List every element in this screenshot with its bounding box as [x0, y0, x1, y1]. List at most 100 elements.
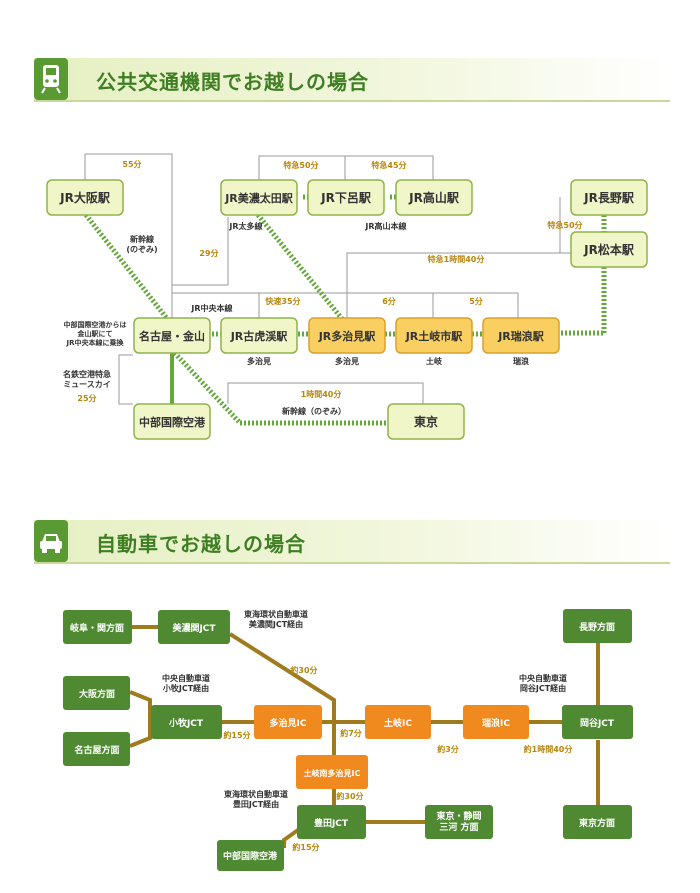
- transit-section-header: 公共交通機関でお越しの場合: [34, 58, 670, 102]
- car-section-title: 自動車でお越しの場合: [96, 532, 306, 556]
- node-komaki-label: 小牧JCT: [168, 717, 204, 729]
- label-25: 25分: [77, 393, 96, 403]
- node-mizunami-ic: 瑞浪IC: [463, 705, 529, 739]
- node-toki-ic-label: 土岐IC: [384, 717, 412, 729]
- station-kokeiji: JR古虎渓駅: [220, 317, 298, 354]
- label-tokkyu50: 特急50分: [283, 160, 318, 170]
- node-nagano: 長野方面: [563, 609, 632, 643]
- node-tajimi-ic: 多治見IC: [254, 705, 322, 739]
- station-minoota: JR美濃太田駅: [220, 179, 298, 216]
- label-y15a: 約15分: [223, 730, 250, 740]
- station-tajimi-label: JR多治見駅: [318, 329, 376, 343]
- station-osaka-label: JR大阪駅: [59, 190, 111, 205]
- node-nagano-label: 長野方面: [579, 621, 615, 633]
- node-centrair-label: 中部国際空港: [223, 850, 278, 862]
- node-tokyo-shizuoka-label: 東京・静岡三河 方面: [436, 810, 481, 833]
- node-toyota-label: 豊田JCT: [314, 817, 349, 829]
- station-centrair-label: 中部国際空港: [139, 415, 206, 429]
- car-road-lines: [129, 625, 600, 848]
- station-centrair: 中部国際空港: [133, 403, 211, 440]
- transit-route-lines: [84, 153, 572, 405]
- label-tokkyu45: 特急45分: [371, 160, 406, 170]
- label-meitetsu: 名鉄空港特急ミュースカイ: [63, 369, 111, 389]
- sub-mizunami: 瑞浪: [513, 356, 529, 366]
- car-section-header: 自動車でお越しの場合: [34, 520, 670, 564]
- transit-section-title: 公共交通機関でお越しの場合: [96, 70, 369, 94]
- node-gifu: 岐阜・関方面: [63, 610, 132, 644]
- station-nagoya-label: 名古屋・金山: [139, 329, 205, 343]
- label-tokkyu140: 特急1時間40分: [428, 254, 485, 264]
- station-gero-label: JR下呂駅: [320, 191, 372, 205]
- node-osaka: 大阪方面: [63, 676, 130, 710]
- label-140: 1時間40分: [301, 389, 342, 399]
- node-tokiminami: 土岐南多治見IC: [296, 755, 368, 789]
- label-takayama-line: JR高山本線: [364, 221, 406, 231]
- label-y7: 約7分: [340, 728, 362, 738]
- node-centrair: 中部国際空港: [217, 840, 284, 871]
- station-matsumoto-label: JR松本駅: [583, 242, 635, 257]
- station-tokishi: JR土岐市駅: [395, 317, 473, 354]
- label-5: 5分: [469, 296, 483, 306]
- sub-toki: 土岐: [426, 356, 443, 366]
- node-toyota: 豊田JCT: [297, 805, 366, 839]
- station-kokeiji-label: JR古虎渓駅: [230, 329, 288, 343]
- station-tokyo: 東京: [387, 403, 465, 440]
- station-takayama: JR高山駅: [395, 179, 473, 216]
- transit-rail-lines: [84, 194, 607, 426]
- transit-stations: JR大阪駅 JR美濃太田駅 JR下呂駅 JR高山駅 JR長野駅 JR松本駅 名古…: [46, 179, 648, 440]
- station-tajimi: JR多治見駅: [308, 317, 386, 354]
- node-tokiminami-label: 土岐南多治見IC: [304, 768, 361, 778]
- node-okaya: 岡谷JCT: [562, 705, 633, 739]
- node-osaka-label: 大阪方面: [79, 688, 115, 700]
- station-takayama-label: JR高山駅: [408, 190, 460, 205]
- node-mizunami-ic-label: 瑞浪IC: [482, 717, 510, 729]
- station-mizunami: JR瑞浪駅: [482, 317, 560, 354]
- node-toki-ic: 土岐IC: [365, 705, 431, 739]
- node-tokyo-label: 東京方面: [579, 817, 615, 829]
- station-nagoya: 名古屋・金山: [133, 317, 211, 354]
- station-gero: JR下呂駅: [307, 179, 385, 216]
- node-okaya-label: 岡谷JCT: [580, 717, 615, 729]
- label-taita-line: JR太多線: [228, 221, 262, 231]
- label-6: 6分: [382, 296, 396, 306]
- station-matsumoto: JR松本駅: [570, 231, 648, 268]
- train-icon: [34, 58, 68, 100]
- transit-labels: 55分 特急50分 特急45分 特急50分 新幹線(のぞみ) 29分 JR太多線…: [63, 159, 583, 416]
- label-tokkyu50b: 特急50分: [547, 220, 582, 230]
- label-y30b: 約30分: [336, 791, 363, 801]
- node-tajimi-ic-label: 多治見IC: [270, 717, 307, 729]
- label-y30a: 約30分: [290, 665, 317, 675]
- car-labels: 東海環状自動車道美濃関JCT経由 約30分 中央自動車道小牧JCT経由 中央自動…: [162, 609, 573, 852]
- label-y140: 約1時間40分: [524, 744, 573, 754]
- node-komaki: 小牧JCT: [151, 705, 222, 739]
- label-y15b: 約15分: [292, 842, 319, 852]
- node-gifu-label: 岐阜・関方面: [70, 622, 124, 634]
- station-osaka: JR大阪駅: [46, 179, 124, 216]
- car-icon: [34, 520, 68, 562]
- label-shinkansen-nozomi: 新幹線(のぞみ): [126, 234, 157, 254]
- station-nagano: JR長野駅: [570, 179, 648, 216]
- node-nagoya: 名古屋方面: [63, 732, 130, 766]
- label-y3: 約3分: [437, 744, 459, 754]
- node-minoseki-label: 美濃関JCT: [172, 622, 216, 634]
- sub-tajimi-1: 多治見: [247, 356, 271, 366]
- label-shinkansen-nozomi-2: 新幹線（のぞみ）: [282, 406, 346, 416]
- label-tokai-toyota: 東海環状自動車道豊田JCT経由: [224, 789, 288, 809]
- station-nagano-label: JR長野駅: [583, 190, 635, 205]
- car-nodes: 岐阜・関方面 美濃関JCT 長野方面 大阪方面 小牧JCT 名古屋方面 多治見I…: [63, 609, 633, 871]
- node-nagoya-label: 名古屋方面: [74, 744, 119, 756]
- sub-tajimi-2: 多治見: [335, 356, 359, 366]
- label-tokai-minoseki: 東海環状自動車道美濃関JCT経由: [244, 609, 308, 629]
- label-chuo-line: JR中央本線: [190, 303, 232, 313]
- node-tokyo: 東京方面: [563, 805, 632, 839]
- station-tokishi-label: JR土岐市駅: [405, 329, 463, 343]
- label-chuo-komaki: 中央自動車道小牧JCT経由: [162, 673, 210, 693]
- station-mizunami-label: JR瑞浪駅: [497, 329, 544, 343]
- node-minoseki: 美濃関JCT: [158, 610, 230, 644]
- label-29: 29分: [199, 248, 218, 258]
- label-kaisoku35: 快速35分: [265, 296, 300, 306]
- station-minoota-label: JR美濃太田駅: [224, 191, 293, 205]
- label-55: 55分: [122, 159, 141, 169]
